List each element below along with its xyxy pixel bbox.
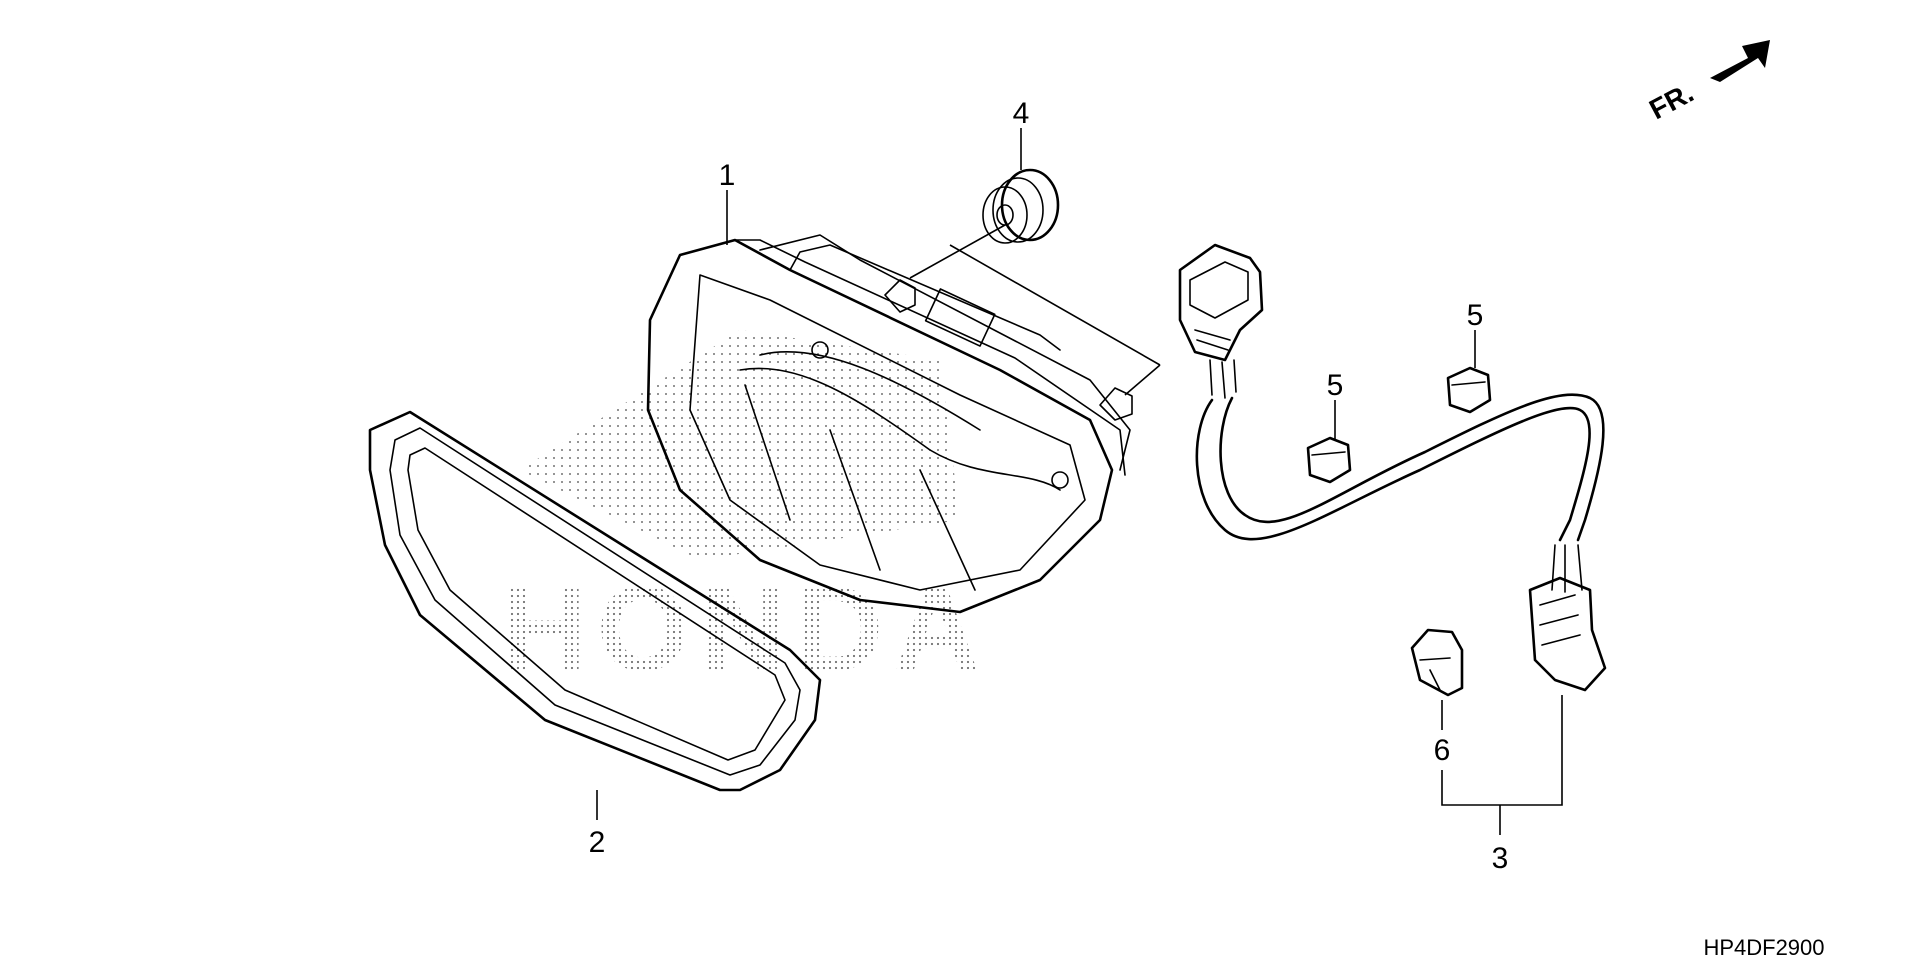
honda-watermark: HONDA <box>500 330 990 696</box>
front-arrow-icon <box>1710 40 1770 82</box>
headlight-rim[interactable] <box>368 410 822 792</box>
diagram-code: HP4DF2900 <box>1703 935 1824 960</box>
callout-1: 1 <box>719 159 736 192</box>
harness-clip-right[interactable] <box>1446 366 1492 414</box>
callout-5-right: 5 <box>1467 299 1484 332</box>
rubber-grommet[interactable] <box>982 168 1060 244</box>
callout-6: 6 <box>1434 734 1451 767</box>
headlight-harness[interactable] <box>1178 243 1607 692</box>
harness-clip-left[interactable] <box>1306 436 1352 484</box>
watermark-text: HONDA <box>500 562 990 696</box>
callout-labels: 1 2 3 4 5 5 6 <box>589 97 1509 875</box>
callout-3: 3 <box>1492 842 1509 875</box>
callout-4: 4 <box>1013 97 1030 130</box>
assembly-lines <box>909 224 1161 396</box>
callout-leaders <box>596 128 1563 835</box>
callout-5-left: 5 <box>1327 369 1344 402</box>
headlight-assembly[interactable] <box>646 234 1133 614</box>
connector-clip[interactable] <box>1410 628 1464 697</box>
front-direction-label: FR. <box>1644 77 1698 126</box>
front-direction-indicator: FR. <box>1644 40 1770 125</box>
callout-2: 2 <box>589 826 606 859</box>
